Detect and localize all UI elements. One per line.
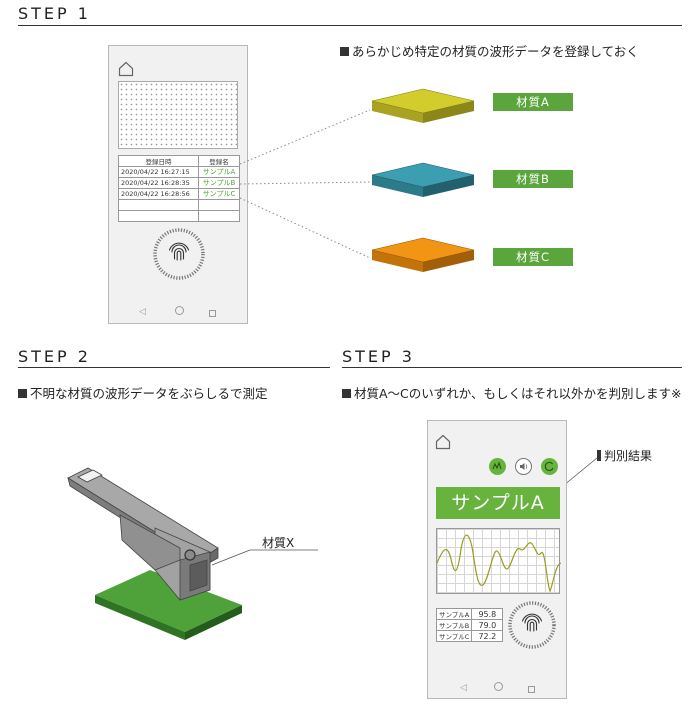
step2-rule xyxy=(18,367,330,368)
step3-rule xyxy=(342,367,682,368)
score-value: 72.2 xyxy=(471,630,504,642)
phone-register: 登録日時 登録名 2020/04/22 16:27:15 サンプルA 2020/… xyxy=(108,45,248,324)
judgement-result: サンプルA xyxy=(436,487,560,519)
waveform-icon xyxy=(492,461,502,470)
waveform-graph xyxy=(436,528,561,594)
fingerprint-icon xyxy=(521,613,543,632)
material-x-label: 材質X xyxy=(262,536,295,550)
home-icon[interactable] xyxy=(435,434,451,450)
material-slab-b xyxy=(371,162,475,197)
sensor-device-illustration xyxy=(67,467,242,640)
material-label-a: 材質A xyxy=(493,93,573,111)
score-name: サンプルA xyxy=(435,608,473,620)
refresh-button[interactable] xyxy=(541,458,558,475)
step2-title: STEP 2 xyxy=(18,347,91,366)
step1-description-text: あらかじめ特定の材質の波形データを登録しておく xyxy=(352,44,639,59)
waveform-button[interactable] xyxy=(489,458,506,475)
fingerprint-icon xyxy=(168,242,190,261)
recents-icon[interactable] xyxy=(209,310,216,317)
home-circle-icon[interactable] xyxy=(175,306,184,315)
material-label-c: 材質C xyxy=(493,248,573,266)
table-row: サンプルC 72.2 xyxy=(435,630,504,642)
refresh-icon xyxy=(544,461,554,471)
result-callout-text: 判別結果 xyxy=(604,449,653,463)
step3-title: STEP 3 xyxy=(342,347,415,366)
registration-table: 登録日時 登録名 2020/04/22 16:27:15 サンプルA 2020/… xyxy=(117,155,240,222)
sound-button[interactable] xyxy=(515,458,532,475)
recents-icon[interactable] xyxy=(528,686,535,693)
table-row: サンプルA 95.8 xyxy=(435,608,504,620)
result-callout: 判別結果 xyxy=(597,447,652,464)
back-icon[interactable]: ◁ xyxy=(460,683,467,693)
waveform-dot-grid xyxy=(118,81,238,149)
bullet-square-icon xyxy=(340,47,349,56)
fingerprint-scan-button[interactable] xyxy=(508,601,556,649)
step2-description-text: 不明な材質の波形データをぶらしるで測定 xyxy=(30,386,268,401)
step3-description-text: 材質A〜Cのいずれか、もしくはそれ以外かを判別します※ xyxy=(354,386,682,401)
score-name: サンプルB xyxy=(435,619,473,631)
bullet-square-icon xyxy=(18,389,27,398)
step2-description: 不明な材質の波形データをぶらしるで測定 xyxy=(18,383,268,402)
score-name: サンプルC xyxy=(435,630,473,642)
table-header-row: 登録日時 登録名 xyxy=(117,155,240,167)
table-row[interactable]: 2020/04/22 16:28:56 サンプルC xyxy=(117,188,240,200)
material-slab-c xyxy=(371,237,475,272)
step1-rule xyxy=(18,25,682,26)
table-row: サンプルB 79.0 xyxy=(435,619,504,631)
speaker-icon xyxy=(520,463,528,470)
table-row-empty xyxy=(117,210,240,222)
material-slab-a xyxy=(371,88,475,123)
waveform-line xyxy=(437,534,561,593)
score-table: サンプルA 95.8 サンプルB 79.0 サンプルC 72.2 xyxy=(435,608,504,642)
material-label-b: 材質B xyxy=(493,170,573,188)
score-value: 95.8 xyxy=(471,608,504,620)
back-icon[interactable]: ◁ xyxy=(139,307,146,317)
table-row-empty xyxy=(117,199,240,211)
home-circle-icon[interactable] xyxy=(494,682,503,691)
table-row[interactable]: 2020/04/22 16:28:35 サンプルB xyxy=(117,177,240,189)
home-icon[interactable] xyxy=(118,61,134,77)
bullet-square-icon xyxy=(342,389,351,398)
bullet-square-icon xyxy=(597,450,601,461)
phone-result: サンプルA サンプルA 95.8 サンプルB 79.0 サンプルC 72.2 ◁ xyxy=(427,420,567,699)
step1-description: あらかじめ特定の材質の波形データを登録しておく xyxy=(340,41,639,60)
step3-description: 材質A〜Cのいずれか、もしくはそれ以外かを判別します※ xyxy=(342,383,682,402)
step1-title: STEP 1 xyxy=(18,4,91,23)
score-value: 79.0 xyxy=(471,619,504,631)
fingerprint-scan-button[interactable] xyxy=(153,228,205,280)
